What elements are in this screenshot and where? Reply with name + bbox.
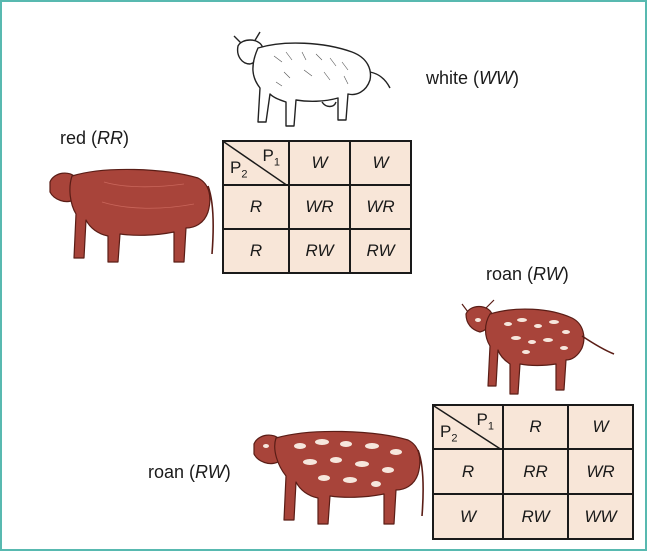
- roan-cow-drawing: [461, 299, 615, 395]
- column-header: W: [567, 404, 634, 450]
- parent2-label: P2: [230, 157, 248, 180]
- roan-bull-drawing: [253, 430, 424, 525]
- offspring-cell: WR: [567, 448, 634, 495]
- column-header: W: [288, 140, 351, 186]
- parent1-label: P1: [262, 146, 280, 169]
- white-label: white (WW): [426, 68, 519, 88]
- white-cow-drawing: [233, 31, 391, 127]
- parent-corner-cell: P1 P2: [432, 404, 504, 450]
- row-header: R: [222, 228, 290, 274]
- column-header: W: [349, 140, 412, 186]
- offspring-cell: WR: [349, 184, 412, 230]
- row-header: W: [432, 493, 504, 540]
- red-bull-drawing: [49, 168, 214, 263]
- punnett-square-2: P1 P2 R W R RR WR W RW WW: [432, 404, 634, 540]
- offspring-cell: RW: [502, 493, 569, 540]
- offspring-cell: WW: [567, 493, 634, 540]
- column-header: R: [502, 404, 569, 450]
- row-header: R: [222, 184, 290, 230]
- offspring-cell: RW: [288, 228, 351, 274]
- parent2-label: P2: [440, 421, 458, 444]
- parent1-label: P1: [476, 410, 494, 433]
- row-header: R: [432, 448, 504, 495]
- parent-corner-cell: P1 P2: [222, 140, 290, 186]
- offspring-cell: WR: [288, 184, 351, 230]
- roan-cow-label: roan (RW): [486, 264, 569, 284]
- roan-bull-label: roan (RW): [148, 462, 231, 482]
- red-label: red (RR): [60, 128, 130, 148]
- punnett-square-1: P1 P2 W W R WR WR R RW RW: [222, 140, 412, 274]
- offspring-cell: RW: [349, 228, 412, 274]
- offspring-cell: RR: [502, 448, 569, 495]
